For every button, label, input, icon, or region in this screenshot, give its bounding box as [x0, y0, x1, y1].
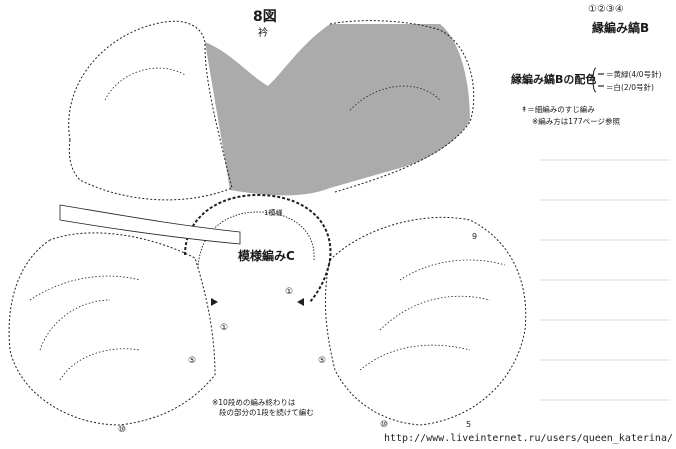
legend-heading: 縁編み縞B — [592, 21, 650, 35]
lower-right-wing-rays — [359, 259, 506, 371]
row-marker-ten-right: ⑩ — [380, 420, 389, 430]
source-watermark: http://www.liveinternet.ru/users/queen_k… — [384, 433, 673, 444]
row-marker-five-right: 5 — [466, 420, 472, 429]
shaded-panel — [205, 24, 470, 196]
row-marker-ten-left: ⑩ — [118, 425, 127, 435]
neck-curve-inner — [197, 211, 315, 269]
row-marker-five-right-circle: ⑤ — [318, 356, 327, 366]
reference-note: ※編み方は177ページ参照 — [532, 117, 620, 126]
neck-curve — [184, 193, 332, 303]
bottom-note-line-1: ※10段めの編み終わりは — [212, 398, 296, 407]
color-scheme-label: 縁編み縞Bの配色 — [511, 73, 597, 86]
row-marker-five-left: ⑤ — [188, 356, 197, 366]
row-marker-one-right: ① — [285, 287, 294, 297]
legend-bracket — [592, 67, 597, 93]
stitch-pattern-label: 模様編みC — [238, 249, 295, 263]
left-arrow-marker — [211, 298, 218, 306]
row-marker-nine: 9 — [472, 232, 478, 241]
right-arrow-marker — [297, 298, 304, 306]
upper-left-fan — [68, 20, 233, 201]
color-scheme-line-1: ＝黄緑(4/0号針) — [606, 70, 662, 79]
lower-left-wing-rays — [29, 275, 141, 381]
row-marker-one-left: ① — [220, 323, 229, 333]
upper-left-fan-inner — [104, 67, 186, 101]
color-scheme-line-2: ＝白(2/0号針) — [606, 83, 654, 92]
figure-title: 8図 — [253, 9, 277, 25]
symbol-note: ↟＝細編みのすじ編み — [521, 105, 595, 114]
background-faint-lines — [540, 159, 670, 401]
figure-subtitle: 衿 — [258, 28, 268, 39]
lower-right-wing — [324, 216, 527, 426]
lower-left-wing — [8, 232, 216, 426]
bottom-note-line-2: 段の部分の1段を続けて編む — [219, 408, 314, 417]
row-one-label: 1模様 — [264, 209, 283, 217]
upper-right-fan-inner — [349, 85, 441, 111]
pattern-number-badges: ①②③④ — [588, 4, 624, 15]
white-band — [59, 204, 241, 245]
